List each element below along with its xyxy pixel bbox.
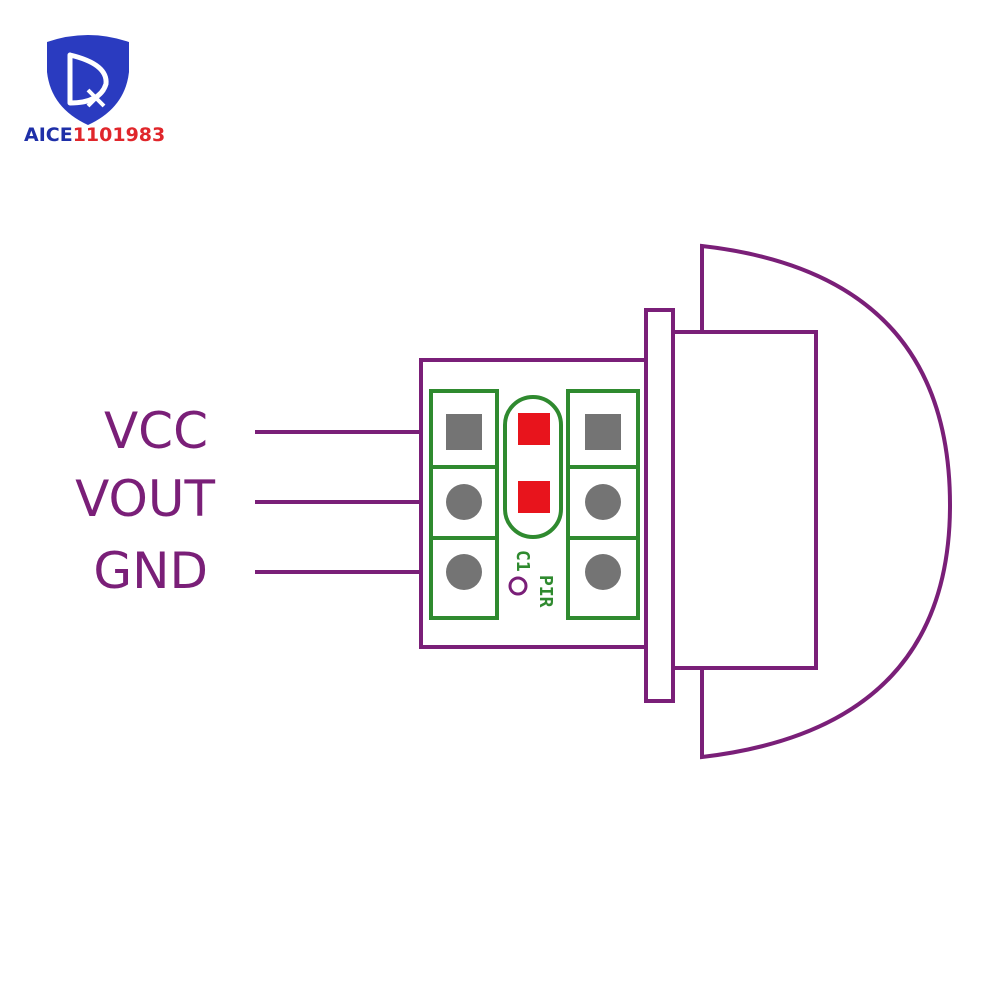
pin1-marker [508, 576, 528, 596]
sensor-flange [644, 308, 675, 703]
pir-sensor-housing [644, 243, 953, 760]
shield-cross-icon [86, 88, 106, 108]
silk-label-c1: C1 [512, 550, 533, 572]
pad-vcc-square [446, 414, 482, 450]
brand-prefix: AICE [24, 124, 73, 146]
smd-pad-top [518, 413, 550, 445]
pad-vout-round [446, 484, 482, 520]
pad-right-square [585, 414, 621, 450]
right-header-silkscreen [566, 389, 640, 620]
smd-pad-bottom [518, 481, 550, 513]
left-header-silkscreen [429, 389, 499, 620]
pin-label-vcc: VCC [104, 402, 208, 460]
pad-gnd-round [446, 554, 482, 590]
pin-label-vout: VOUT [75, 470, 215, 528]
svg-text:AICE1101983: AICE1101983 [24, 124, 165, 146]
fresnel-dome [700, 243, 953, 760]
capacitor-outline [503, 395, 563, 539]
pin-label-gnd: GND [93, 542, 208, 600]
brand-suffix: 1101983 [73, 124, 166, 146]
shield-logo-icon [47, 35, 129, 125]
brand-logo: AICE1101983 [24, 35, 165, 146]
pad-right-round-2 [585, 554, 621, 590]
pad-right-round-1 [585, 484, 621, 520]
silk-label-pir: PIR [535, 575, 556, 608]
shield-mark-icon [67, 52, 109, 106]
sensor-body [671, 330, 818, 670]
